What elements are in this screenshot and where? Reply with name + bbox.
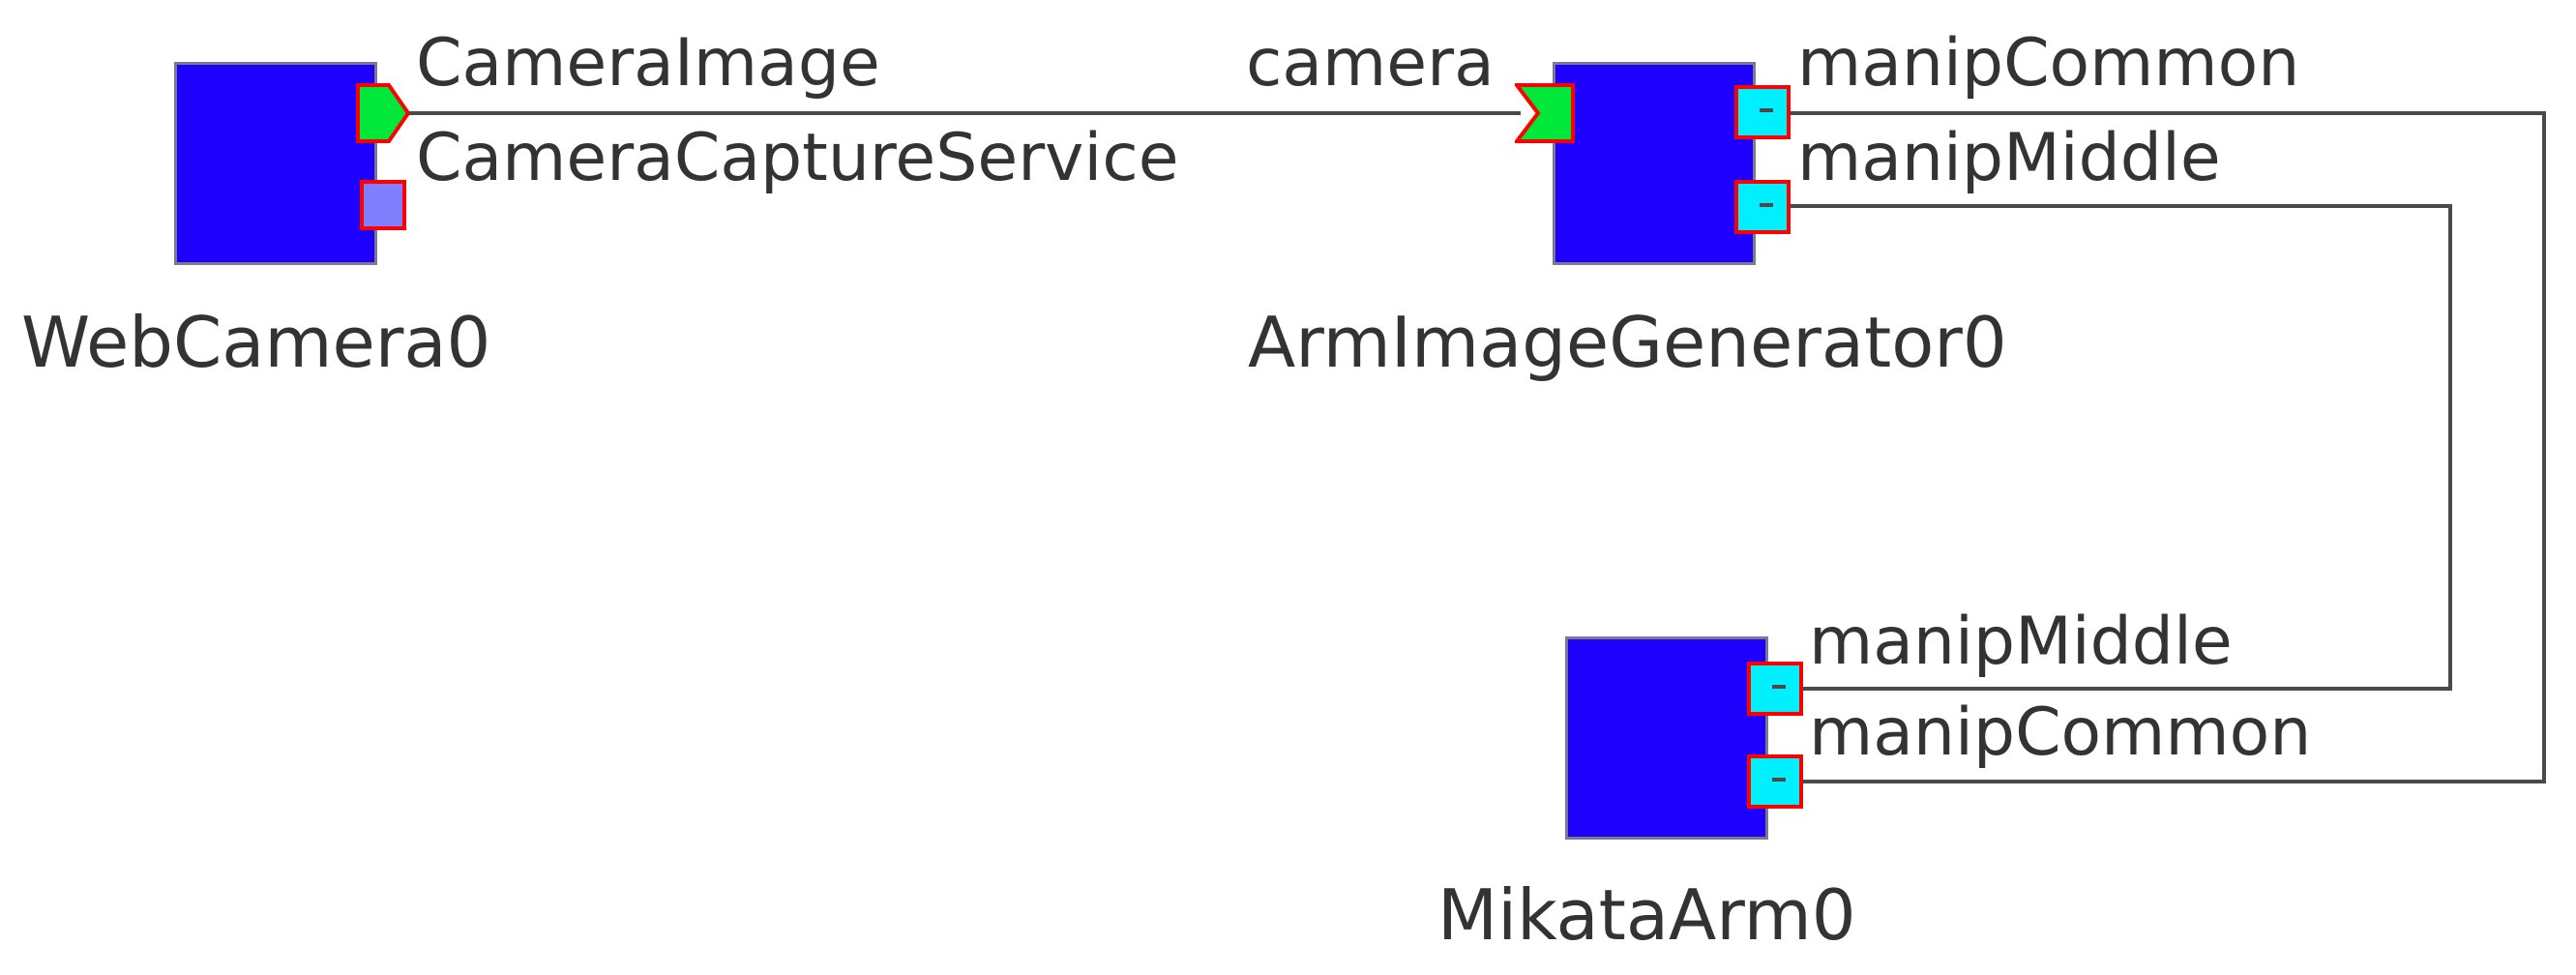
component-mikataarm0[interactable] [1565, 636, 1768, 840]
port-manipcommon-required[interactable] [1734, 85, 1791, 139]
port-label-cameraimage: CameraImage [416, 25, 880, 102]
component-name-webcamera0: WebCamera0 [21, 302, 491, 383]
port-label-mikata-manipcommon: manipCommon [1809, 694, 2312, 771]
port-label-mikata-manipmiddle: manipMiddle [1809, 604, 2233, 680]
port-label-manipcommon: manipCommon [1797, 25, 2300, 102]
port-cameracaptureservice-provided[interactable] [360, 180, 406, 230]
port-label-camera: camera [1246, 25, 1495, 102]
port-camera-data-in[interactable] [1515, 83, 1575, 143]
component-webcamera0[interactable] [174, 62, 377, 265]
component-name-mikataarm0: MikataArm0 [1437, 874, 1856, 956]
connector-manipcommon[interactable] [1789, 111, 2546, 783]
port-mikata-manipmiddle-required[interactable] [1747, 662, 1803, 716]
port-cameraimage-data-out[interactable] [356, 83, 410, 143]
port-manipmiddle-required[interactable] [1734, 180, 1791, 234]
component-name-armimagegenerator0: ArmImageGenerator0 [1248, 302, 2007, 383]
component-armimagegenerator0[interactable] [1553, 62, 1756, 265]
port-mikata-manipcommon-required[interactable] [1747, 754, 1803, 809]
port-label-manipmiddle: manipMiddle [1797, 120, 2221, 196]
connector-manipmiddle[interactable] [1789, 204, 2452, 691]
port-label-cameracaptureservice: CameraCaptureService [416, 120, 1179, 196]
